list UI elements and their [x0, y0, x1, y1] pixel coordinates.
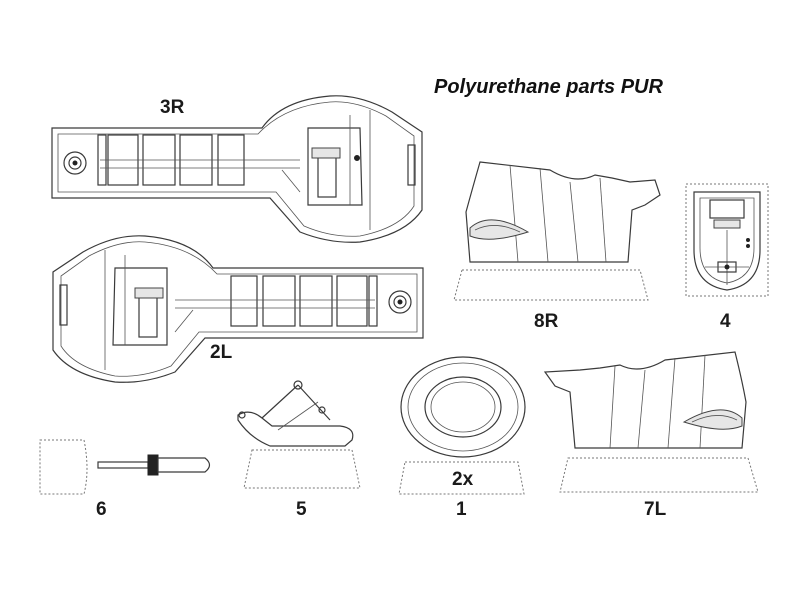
- part-label-4: 4: [720, 311, 731, 332]
- part-7l-drawing: [543, 351, 759, 493]
- part-label-5: 5: [296, 499, 307, 520]
- part-label-1: 1: [456, 499, 467, 520]
- part-5-drawing: [237, 380, 361, 489]
- part-3r-drawing: [51, 95, 423, 243]
- part-8r-drawing: [453, 161, 661, 301]
- part-1-drawing: [398, 356, 526, 495]
- part-4-drawing: [685, 183, 769, 297]
- part-label-3r: 3R: [160, 97, 185, 118]
- part-label-2l: 2L: [210, 342, 233, 363]
- part-label-8r: 8R: [534, 311, 559, 332]
- part-label-7l: 7L: [644, 499, 667, 520]
- part-6-drawing: [39, 439, 211, 495]
- page-title: Polyurethane parts PUR: [434, 76, 663, 98]
- part-quantity-1: 2x: [452, 469, 474, 490]
- part-2l-drawing: [52, 235, 424, 383]
- part-label-6: 6: [96, 499, 107, 520]
